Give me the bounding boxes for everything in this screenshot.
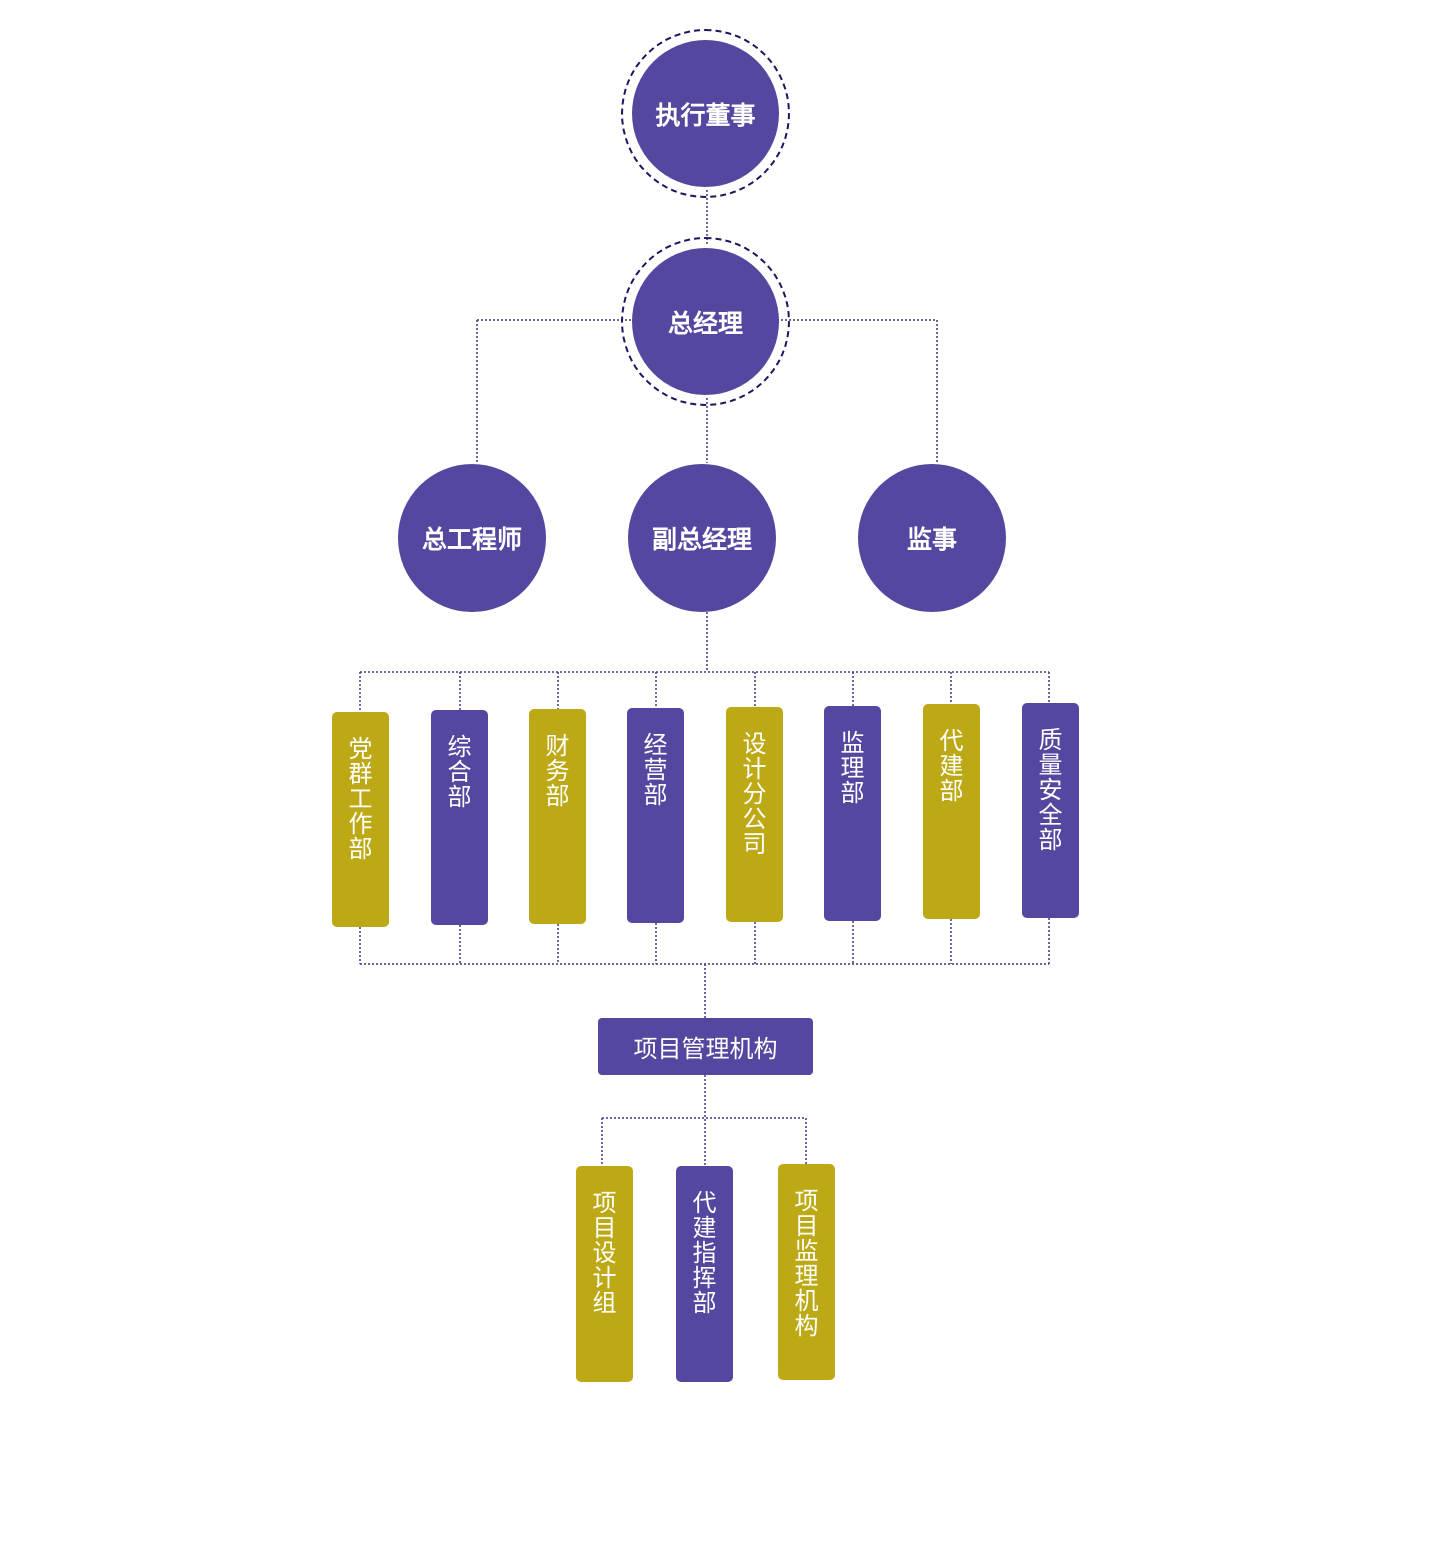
dept-label: 设计分公司 [742, 730, 767, 858]
dept-business: 经营部 [627, 708, 684, 923]
node-supervisor: 监事 [858, 464, 1006, 612]
dept-label: 党群工作部 [348, 735, 373, 863]
dept-label: 监理部 [840, 729, 865, 807]
dept-party-work: 党群工作部 [332, 712, 389, 927]
dept-quality-safety: 质量安全部 [1022, 703, 1079, 918]
dept-label: 经营部 [643, 731, 668, 809]
node-label: 监事 [906, 525, 957, 554]
dept-agent-construction: 代建部 [923, 704, 980, 919]
dept-supervision: 监理部 [824, 706, 881, 921]
node-general-manager: 总经理 [632, 248, 779, 395]
dept-label: 财务部 [545, 732, 570, 810]
node-project-management: 项目管理机构 [598, 1018, 813, 1075]
dept-label: 综合部 [447, 733, 472, 811]
node-chief-engineer: 总工程师 [398, 464, 546, 612]
dept-general-affairs: 综合部 [431, 710, 488, 925]
general-manager-ring [621, 237, 790, 406]
node-label: 副总经理 [651, 525, 752, 554]
dept-design-branch: 设计分公司 [726, 707, 783, 922]
node-label: 总经理 [667, 308, 743, 338]
unit-project-supervision: 项目监理机构 [778, 1164, 835, 1380]
executive-ring [621, 29, 790, 198]
unit-project-design-group: 项目设计组 [576, 1166, 633, 1382]
node-label: 项目管理机构 [633, 1035, 778, 1063]
unit-label: 代建指挥部 [692, 1189, 717, 1317]
dept-label: 代建部 [939, 727, 964, 805]
unit-label: 项目设计组 [592, 1189, 617, 1317]
node-deputy-general-manager: 副总经理 [628, 464, 776, 612]
dept-finance: 财务部 [529, 709, 586, 924]
unit-construction-command: 代建指挥部 [676, 1166, 733, 1382]
dept-label: 质量安全部 [1038, 726, 1063, 854]
node-label: 执行董事 [655, 100, 756, 130]
unit-label: 项目监理机构 [794, 1187, 819, 1340]
node-executive-director: 执行董事 [632, 40, 779, 187]
node-label: 总工程师 [421, 525, 522, 554]
